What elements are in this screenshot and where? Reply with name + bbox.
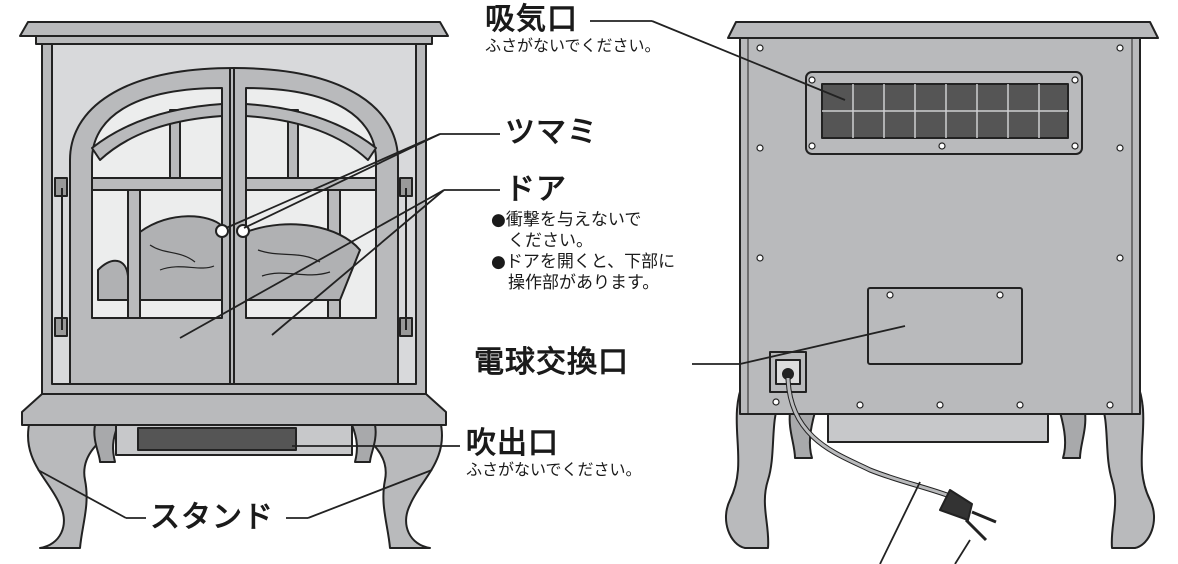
front-base	[21, 393, 447, 426]
front-top-cap	[19, 21, 449, 37]
bulb-panel	[867, 287, 1023, 365]
intake-callout: 吸気口 ふさがないでください。	[485, 4, 661, 56]
knob-callout: ツマミ	[505, 117, 598, 149]
door-callout: ドア ●衝撃を与えないで ください。 ●ドアを開くと、下部に 操作部があります。	[491, 172, 675, 294]
front-left-leg	[27, 419, 121, 549]
door-note-3: ●ドアを開くと、下部に	[491, 252, 676, 272]
outlet-label: 吹出口	[466, 426, 559, 461]
outlet-callout: 吹出口 ふさがないでください。	[466, 428, 642, 480]
knob-left	[215, 224, 229, 238]
logs	[139, 215, 223, 301]
door-label: ドア	[505, 172, 567, 207]
bulb-label: 電球交換口	[474, 345, 629, 380]
knob-label: ツマミ	[505, 115, 598, 150]
stand-callout: スタンド	[150, 502, 274, 534]
bulb-callout: 電球交換口	[474, 347, 629, 379]
door-note-4: 操作部があります。	[491, 273, 660, 293]
back-right-leg	[1099, 377, 1155, 549]
front-view	[19, 21, 449, 549]
outlet-note: ふさがないでください。	[466, 460, 642, 479]
front-left-rear-leg	[93, 424, 119, 463]
door-note-1: ●衝撃を与えないで	[491, 210, 642, 230]
outlet-grille	[137, 427, 297, 451]
intake-label: 吸気口	[485, 2, 578, 37]
back-top-cap	[727, 21, 1159, 39]
back-left-leg	[725, 377, 781, 549]
front-right-rear-leg	[351, 424, 377, 463]
callout-lines	[37, 20, 971, 564]
door-note-2: ください。	[491, 231, 593, 251]
back-view	[725, 21, 1159, 549]
intake-note: ふさがないでください。	[485, 36, 661, 55]
stand-label: スタンド	[150, 500, 274, 535]
